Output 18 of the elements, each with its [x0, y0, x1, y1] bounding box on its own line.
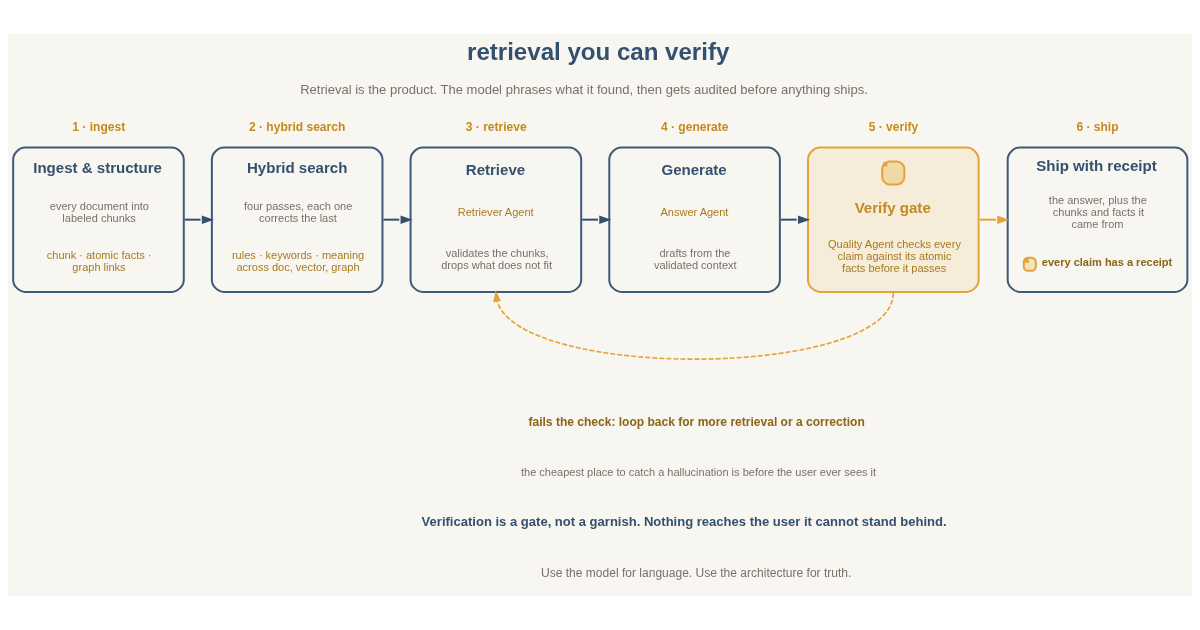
arrow	[184, 215, 214, 224]
arrow	[780, 215, 811, 224]
label: Use the model for language. Use the architecture for truth.	[541, 566, 852, 581]
label: Verification is a gate, not a garnish. Nothing reaches the user it cannot stand behind.	[421, 514, 947, 530]
label: the cheapest place to catch a hallucination is before the user ever sees it	[520, 466, 877, 479]
label: Retrieval is the product. The model phrases what it found, then gets audited before anything ships.	[300, 81, 868, 97]
arrow	[582, 215, 612, 224]
arrow	[493, 290, 895, 360]
node-label: 3 · retrieve	[465, 119, 527, 134]
node-label: 5 · verify	[868, 119, 919, 134]
diagram-title: retrieval you can verify	[467, 38, 730, 66]
label: fails the check: loop back for more retrieval or a correction	[528, 414, 865, 429]
node-label: 6 · ship	[1076, 119, 1119, 134]
arrow	[979, 215, 1010, 224]
node-label: 1 · ingest	[72, 119, 126, 134]
node-label: 2 · hybrid search	[249, 119, 346, 134]
arrow	[383, 215, 413, 224]
node-label: 4 · generate	[660, 119, 729, 134]
